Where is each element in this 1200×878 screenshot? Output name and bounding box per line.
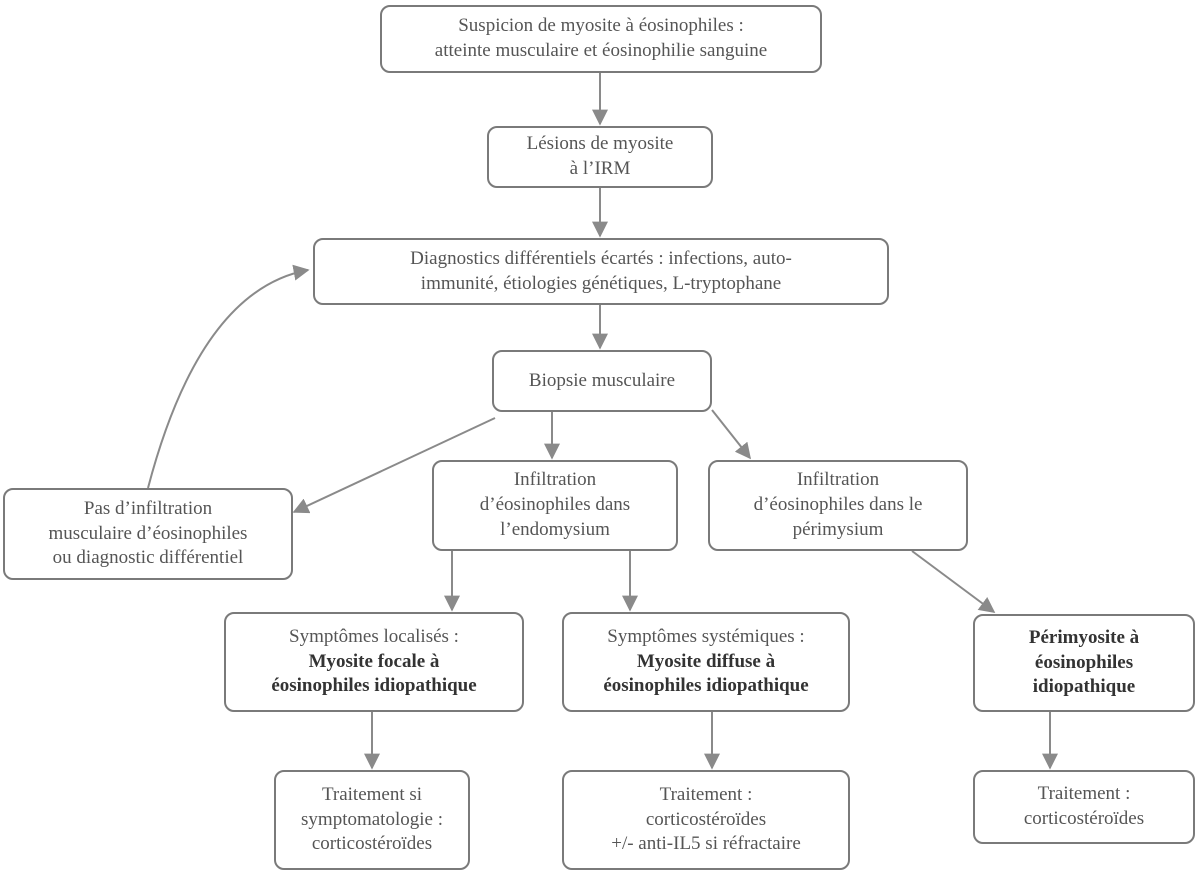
- node-treatment-focal-line-3: corticostéroïdes: [311, 833, 433, 855]
- node-endomysium-line-1: Infiltration: [513, 469, 597, 491]
- node-treatment-diffuse-line-3: +/- anti-IL5 si réfractaire: [611, 833, 801, 855]
- node-perimysium-line-2: d’éosinophiles dans le: [753, 494, 923, 516]
- node-perimysium: Infiltration d’éosinophiles dans le péri…: [708, 460, 968, 551]
- node-no-infiltration-line-2: musculaire d’éosinophiles: [48, 522, 248, 544]
- node-no-infiltration-line-3: ou diagnostic différentiel: [52, 547, 244, 569]
- node-treatment-peri-line-1: Traitement :: [1037, 783, 1131, 805]
- node-treatment-diffuse-line-1: Traitement :: [659, 783, 753, 805]
- node-perimyositis: Périmyosite à éosinophiles idiopathique: [973, 614, 1195, 712]
- arrow-biopsy-to-no-infiltration: [292, 417, 496, 514]
- node-endomysium-line-2: d’éosinophiles dans: [479, 494, 631, 516]
- node-treatment-focal-line-2: symptomatologie :: [301, 808, 443, 830]
- node-irm: Lésions de myosite à l’IRM: [487, 126, 713, 188]
- node-diffuse-diagnosis-line-1: Myosite diffuse à: [636, 650, 776, 672]
- arrow-perimysium-to-perimyositis: [911, 550, 996, 613]
- node-differentials-line-1: Diagnostics différentiels écartés : infe…: [410, 247, 792, 269]
- node-treatment-peri-line-2: corticostéroïdes: [1023, 808, 1145, 829]
- node-focal-diagnosis-line-1: Myosite focale à: [308, 650, 440, 672]
- node-irm-line-2: à l’IRM: [569, 158, 631, 179]
- node-perimysium-line-1: Infiltration: [796, 469, 880, 491]
- node-irm-line-1: Lésions de myosite: [526, 133, 674, 155]
- arrow-biopsy-to-perimysium: [711, 409, 751, 460]
- node-treatment-focal-line-1: Traitement si: [321, 783, 423, 805]
- node-perimysium-line-3: périmysium: [792, 518, 884, 540]
- node-treatment-focal: Traitement si symptomatologie : corticos…: [274, 770, 470, 870]
- node-suspicion: Suspicion de myosite à éosinophiles : at…: [380, 5, 822, 73]
- node-treatment-diffuse-line-2: corticostéroïdes: [645, 808, 767, 830]
- node-differentials-line-2: immunité, étiologies génétiques, L-trypt…: [420, 272, 782, 294]
- node-focal-myositis: Symptômes localisés : Myosite focale à é…: [224, 612, 524, 712]
- node-no-infiltration: Pas d’infiltration musculaire d’éosinoph…: [3, 488, 293, 580]
- node-endomysium: Infiltration d’éosinophiles dans l’endom…: [432, 460, 678, 551]
- node-perimyositis-line-3: idiopathique: [1032, 676, 1136, 698]
- node-biopsy-line-1: Biopsie musculaire: [528, 369, 676, 391]
- node-treatment-diffuse: Traitement : corticostéroïdes +/- anti-I…: [562, 770, 850, 870]
- node-no-infiltration-line-1: Pas d’infiltration: [83, 497, 213, 519]
- node-focal-symptoms-label: Symptômes localisés :: [289, 625, 459, 647]
- node-diffuse-diagnosis-line-2: éosinophiles idiopathique: [603, 675, 809, 697]
- node-suspicion-line-1: Suspicion de myosite à éosinophiles :: [458, 15, 744, 37]
- node-suspicion-line-2: atteinte musculaire et éosinophilie sang…: [434, 40, 768, 61]
- node-diffuse-symptoms-label: Symptômes systémiques :: [607, 625, 805, 647]
- node-focal-diagnosis-line-2: éosinophiles idiopathique: [271, 675, 477, 697]
- node-treatment-perimyositis: Traitement : corticostéroïdes: [973, 770, 1195, 844]
- node-biopsy: Biopsie musculaire: [492, 350, 712, 412]
- node-perimyositis-line-2: éosinophiles: [1034, 651, 1134, 673]
- node-diffuse-myositis: Symptômes systémiques : Myosite diffuse …: [562, 612, 850, 712]
- node-differentials: Diagnostics différentiels écartés : infe…: [313, 238, 889, 305]
- arrow-no-infiltration-back-to-differentials: [147, 264, 310, 489]
- node-endomysium-line-3: l’endomysium: [500, 518, 610, 540]
- node-perimyositis-line-1: Périmyosite à: [1028, 626, 1140, 648]
